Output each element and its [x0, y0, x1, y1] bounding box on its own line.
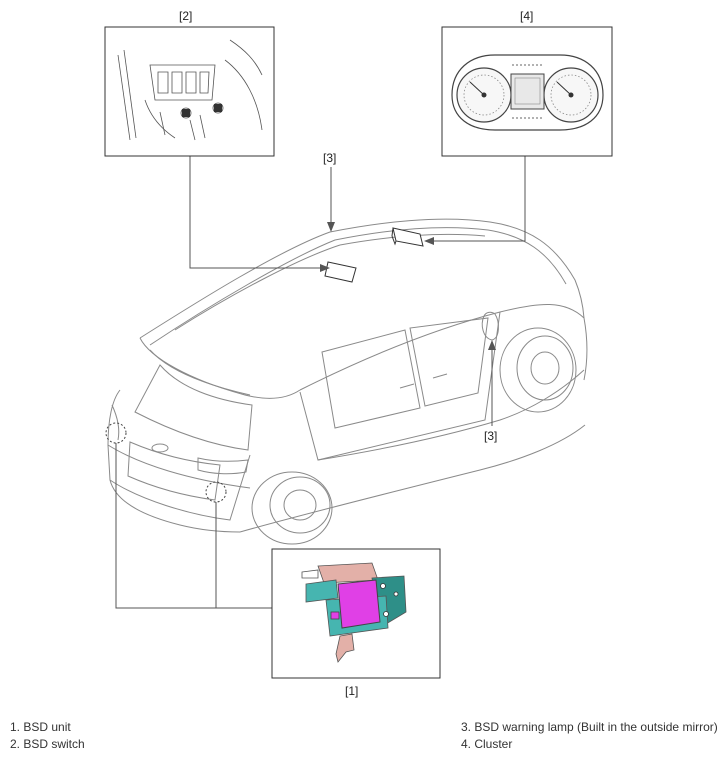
bsd-unit-right-marker	[205, 481, 227, 503]
callout-bsd-unit: [1]	[345, 684, 359, 698]
callout-warning-lamp-mirror: [3]	[484, 429, 498, 443]
leader-lines	[115, 156, 526, 609]
bsd-unit-detail	[271, 548, 441, 679]
cluster-marker	[391, 227, 424, 247]
legend-item-bsd-switch: 2. BSD switch	[10, 737, 85, 751]
legend-item-cluster: 4. Cluster	[461, 737, 513, 751]
callout-bsd-switch: [2]	[179, 9, 193, 23]
cluster-detail	[441, 26, 613, 157]
callout-cluster: [4]	[520, 9, 534, 23]
callout-warning-lamp-roof: [3]	[323, 151, 337, 165]
bsd-switch-detail	[104, 26, 275, 157]
vehicle-outline	[107, 218, 588, 545]
legend-item-warning-lamp: 3. BSD warning lamp (Built in the outsid…	[461, 720, 718, 734]
legend-item-bsd-unit: 1. BSD unit	[10, 720, 71, 734]
bsd-unit-left-marker	[105, 422, 127, 444]
roof-lamp-marker	[324, 261, 357, 283]
